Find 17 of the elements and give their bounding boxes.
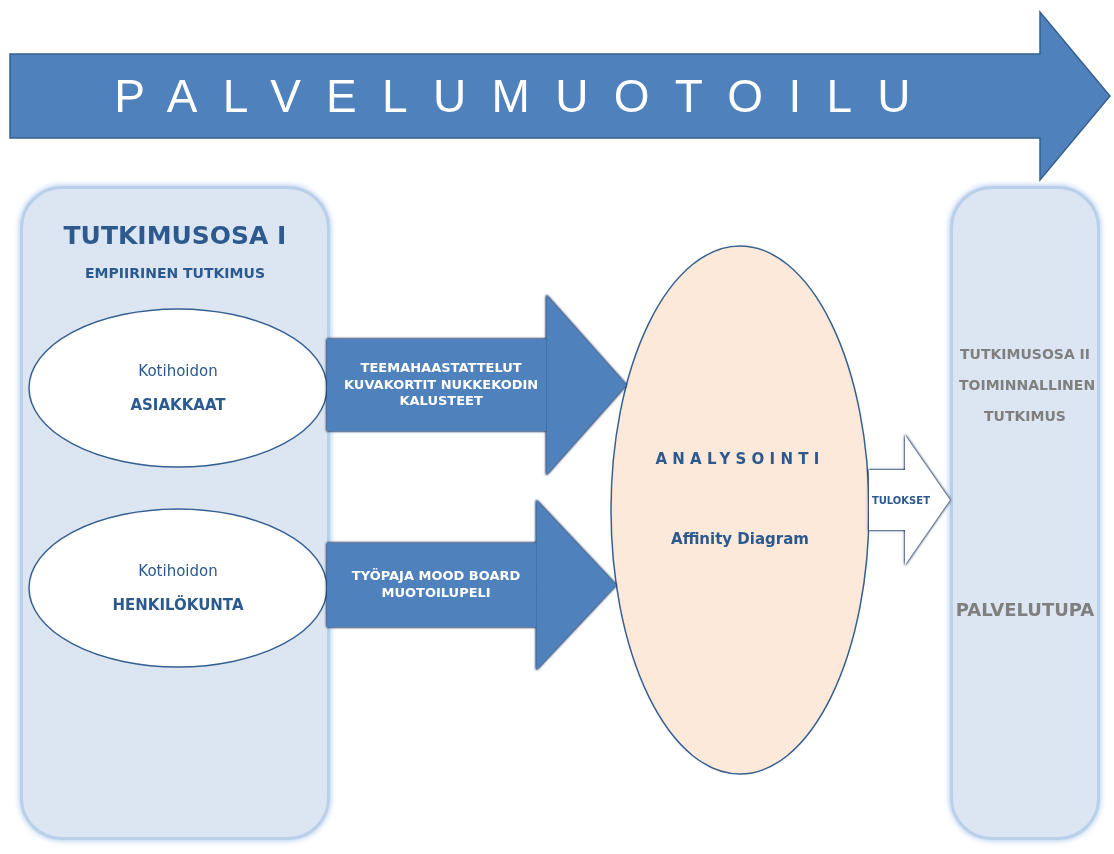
banner-title: PALVELUMUOTOILU [114, 70, 936, 122]
node-text: HENKILÖKUNTA [112, 596, 244, 614]
heading: TUTKIMUSOSA II TOIMINNALLINEN TUTKIMUS [959, 346, 1096, 424]
heading: TUTKIMUSOSA I [63, 221, 287, 250]
node-text: Affinity Diagram [671, 530, 809, 548]
edge-label: TEEMAHAASTATTELUT KUVAKORTIT NUKKEKODIN KALUSTEET [343, 359, 540, 411]
panel [950, 186, 1100, 840]
node-text: Kotihoidon [138, 562, 218, 580]
subheading: EMPIIRINEN TUTKIMUS [85, 265, 265, 281]
edge-label: TULOKSET [871, 493, 930, 507]
node-text: ASIAKKAAT [130, 396, 226, 414]
node-text: PALVELUTUPA [955, 599, 1095, 620]
block-arrow [326, 500, 617, 670]
edge-label: TYÖPAJA MOOD BOARD MUOTOILUPELI [350, 568, 522, 602]
node-heading: ANALYSOINTI [655, 450, 825, 468]
node-text: Kotihoidon [138, 362, 218, 380]
panel [20, 186, 330, 840]
